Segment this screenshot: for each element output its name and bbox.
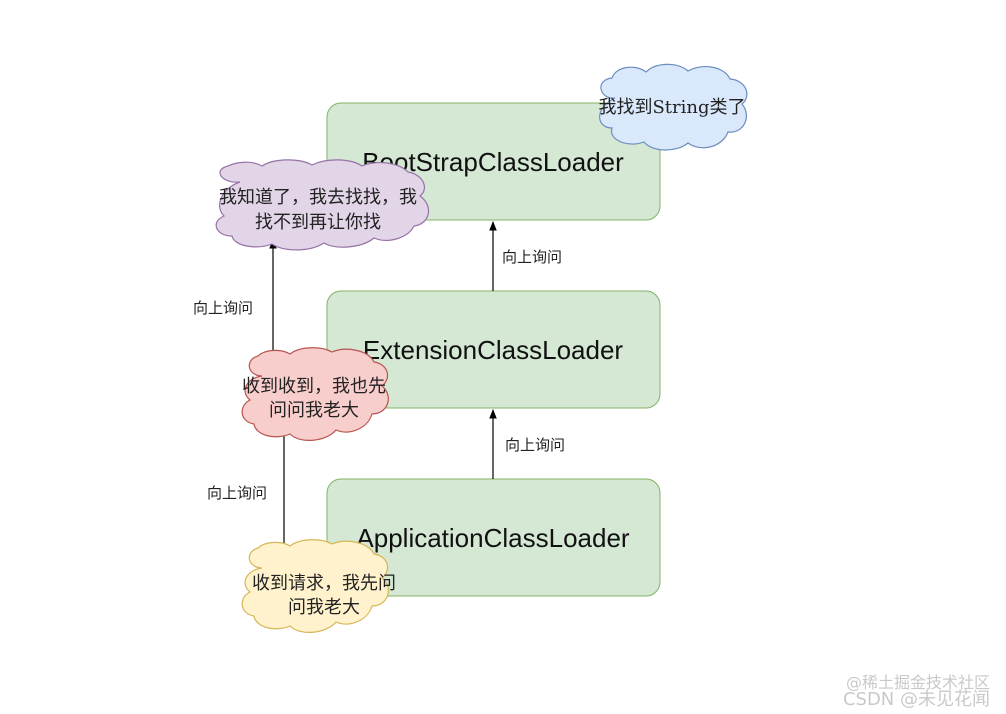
application-label: ApplicationClassLoader xyxy=(356,523,630,553)
edge-extension-to-bootstrap: 向上询问 xyxy=(489,221,562,291)
extension-label: ExtensionClassLoader xyxy=(363,335,623,365)
cloud-red-text-line2: 问问我老大 xyxy=(269,400,359,421)
edge-red-to-purple: 向上询问 xyxy=(193,239,277,368)
cloud-yellow-text-line1: 收到请求，我先问 xyxy=(252,573,396,594)
edge-label-app-to-ext: 向上询问 xyxy=(505,436,565,454)
watermark-line1: @稀土掘金技术社区 xyxy=(846,673,990,692)
cloud-yellow-text-line2: 问我老大 xyxy=(288,597,360,618)
edge-label-red-to-purple: 向上询问 xyxy=(193,299,253,317)
extension-node[interactable]: ExtensionClassLoader xyxy=(326,290,661,409)
edge-label-yellow-to-red: 向上询问 xyxy=(207,484,267,502)
cloud-red: 收到收到，我也先 问问我老大 xyxy=(241,347,389,441)
watermark: @稀土掘金技术社区 CSDN @未见花闻 xyxy=(843,673,990,710)
cloud-blue-text-line1: 我找到String类了 xyxy=(598,97,745,118)
cloud-yellow: 收到请求，我先问 问我老大 xyxy=(241,539,396,633)
edge-application-to-extension: 向上询问 xyxy=(489,409,565,479)
cloud-purple: 我知道了，我去找找，我 找不到再让你找 xyxy=(215,159,430,251)
application-node[interactable]: ApplicationClassLoader xyxy=(326,478,661,597)
cloud-purple-text-line2: 找不到再让你找 xyxy=(255,212,381,233)
cloud-purple-text-line1: 我知道了，我去找找，我 xyxy=(219,187,417,208)
cloud-red-text-line1: 收到收到，我也先 xyxy=(242,376,386,397)
cloud-blue: 我找到String类了 xyxy=(598,63,748,151)
edge-label-ext-to-boot: 向上询问 xyxy=(502,248,562,266)
edge-yellow-to-red: 向上询问 xyxy=(207,425,288,560)
watermark-line2: CSDN @未见花闻 xyxy=(843,689,990,710)
